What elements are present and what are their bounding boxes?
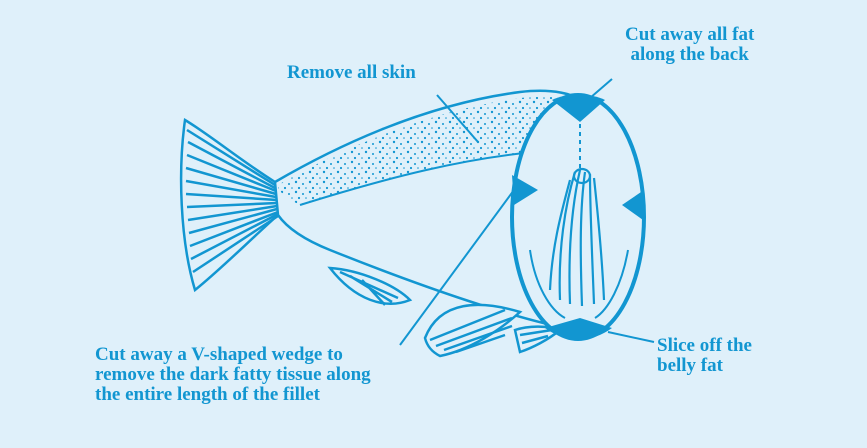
label-v-wedge-line-3: the entire length of the fillet [95, 385, 371, 405]
label-back-fat: Cut away all fat along the back [625, 25, 754, 65]
label-remove-skin: Remove all skin [287, 63, 416, 83]
label-belly-fat: Slice off the belly fat [657, 336, 752, 376]
label-v-wedge-line-2: remove the dark fatty tissue along [95, 365, 371, 385]
leader-back [590, 79, 612, 98]
label-belly-fat-line-1: Slice off the [657, 336, 752, 356]
leader-belly [608, 332, 654, 342]
label-belly-fat-line-2: belly fat [657, 356, 752, 376]
label-back-fat-line-1: Cut away all fat [625, 25, 754, 45]
label-v-wedge: Cut away a V-shaped wedge to remove the … [95, 345, 371, 405]
label-remove-skin-text: Remove all skin [287, 63, 416, 83]
fillet-cross-section [512, 95, 644, 340]
tail-fin [181, 120, 278, 290]
label-back-fat-line-2: along the back [625, 45, 754, 65]
label-v-wedge-line-1: Cut away a V-shaped wedge to [95, 345, 371, 365]
